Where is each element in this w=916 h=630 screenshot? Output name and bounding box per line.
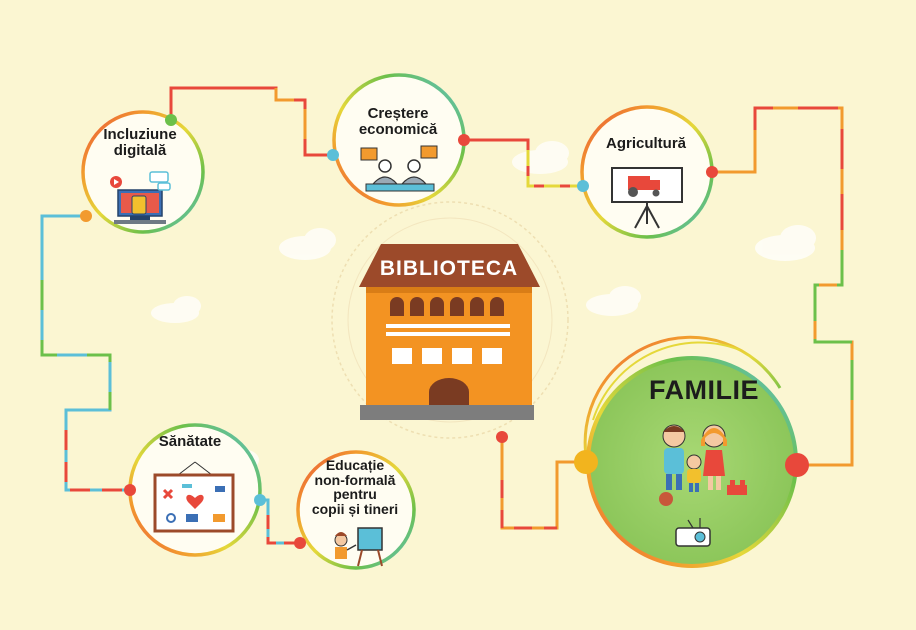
node-label-crestere-economica: Creștere economică [338,106,458,138]
node-label-line: economică [358,120,438,138]
node-label-line: Agricultură [605,135,686,152]
center-label-biblioteca: BIBLIOTECA [379,257,519,280]
node-label-agricultura: Agricultură [584,136,708,152]
computer-devices-icon [110,171,171,224]
node-label-incluziune-digitala: Incluziune digitală [78,127,202,159]
junction-dots [80,114,809,549]
health-board-icon [153,461,235,533]
node-educatie-ring [296,450,416,570]
node-label-educatie: Educație non-formală pentru copii și tin… [292,458,418,517]
library-building [359,244,540,420]
node-label-line: copii și tineri [311,501,399,518]
tractor-presentation-icon [611,167,683,229]
node-label-line: Sănătate [158,433,222,450]
node-label-line: non-formală [314,471,396,488]
family-icon [659,424,747,547]
node-label-line: Educație [325,457,385,473]
node-label-line: Incluziune [103,126,177,143]
center-halo [331,201,569,439]
node-label-line: pentru [333,486,377,503]
node-label-sanatate: Sănătate [132,434,248,450]
painting-child-icon [334,527,383,567]
connector-lines [40,86,854,545]
node-incluziune-ring [81,110,205,234]
node-label-line: FAMILIE [649,375,759,405]
node-label-familie: FAMILIE [600,375,808,405]
node-label-line: digitală [113,141,167,159]
node-label-line: Creștere [367,105,429,122]
business-meeting-icon [360,145,438,192]
